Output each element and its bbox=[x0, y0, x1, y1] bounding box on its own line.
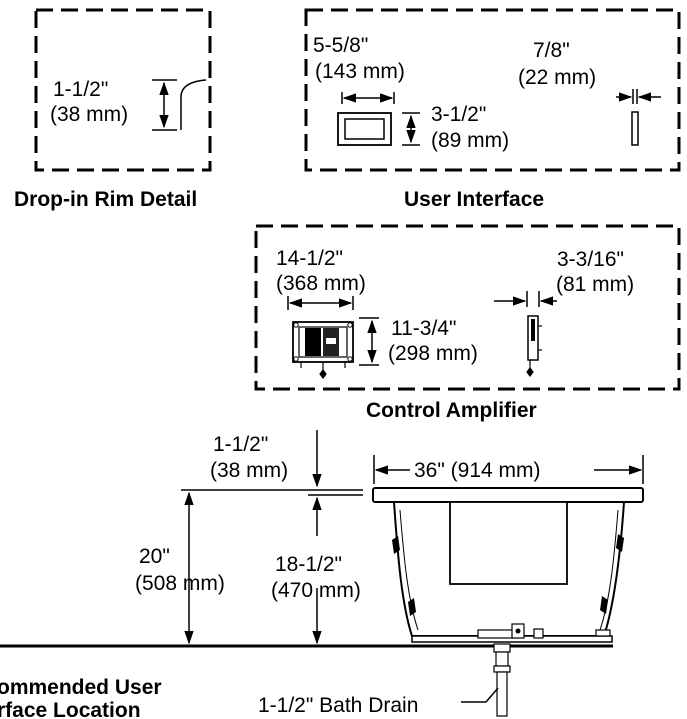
ui-height-mm: (89 mm) bbox=[431, 129, 509, 152]
rim-height-mm: (38 mm) bbox=[50, 103, 128, 126]
rim-detail-title: Drop-in Rim Detail bbox=[14, 188, 197, 211]
rim-offset-in: 1-1/2" bbox=[213, 433, 268, 456]
rim-detail-panel: 1-1/2" (38 mm) bbox=[34, 8, 212, 172]
amplifier-front-view bbox=[292, 321, 354, 379]
ui-side-profile bbox=[631, 111, 639, 146]
jet-right-upper bbox=[616, 534, 624, 552]
ui-panel-inner bbox=[344, 118, 385, 140]
ui-panel-outer bbox=[337, 112, 392, 146]
amp-depth-in: 3-3/16" bbox=[557, 248, 624, 271]
rim-profile bbox=[180, 79, 207, 130]
ui-depth-mm: (22 mm) bbox=[518, 66, 596, 89]
rim-detail-frame bbox=[34, 8, 212, 172]
amp-width-in: 14-1/2" bbox=[276, 247, 343, 270]
user-interface-title: User Interface bbox=[404, 188, 544, 211]
bath-drain bbox=[493, 643, 511, 717]
user-interface-panel: 5-5/8" (143 mm) 3-1/2" (89 mm) 7/8" (22 … bbox=[304, 8, 681, 172]
rim-height-in: 1-1/2" bbox=[53, 78, 108, 101]
ui-depth-in: 7/8" bbox=[533, 39, 570, 62]
amp-width-mm: (368 mm) bbox=[276, 272, 366, 295]
jet-left-lower bbox=[408, 598, 416, 616]
pump-housing bbox=[449, 501, 568, 585]
location-caption-line2: rface Location bbox=[0, 699, 141, 719]
amp-depth-mm: (81 mm) bbox=[556, 273, 634, 296]
total-height-in: 20" bbox=[139, 545, 170, 568]
bath-elevation: 1-1/2" (38 mm) 36" (914 mm) bbox=[0, 430, 644, 717]
control-amplifier-frame bbox=[254, 224, 681, 391]
control-amplifier-title: Control Amplifier bbox=[366, 399, 537, 422]
rim-offset-mm: (38 mm) bbox=[210, 459, 288, 482]
total-height-mm: (508 mm) bbox=[135, 572, 225, 595]
user-interface-frame bbox=[304, 8, 681, 172]
drain-leader bbox=[461, 687, 499, 703]
drain-label: 1-1/2" Bath Drain bbox=[258, 694, 418, 717]
inner-height-in: 18-1/2" bbox=[275, 553, 342, 576]
location-caption-line1: ommended User bbox=[0, 676, 162, 699]
amplifier-side-view bbox=[526, 315, 542, 377]
bath-width: 36" (914 mm) bbox=[414, 459, 541, 482]
jet-left-upper bbox=[392, 536, 400, 554]
inner-height-mm: (470 mm) bbox=[271, 579, 361, 602]
ui-height-in: 3-1/2" bbox=[431, 103, 486, 126]
jet-right-lower bbox=[600, 596, 608, 614]
ui-width-in: 5-5/8" bbox=[313, 34, 368, 57]
amp-height-in: 11-3/4" bbox=[391, 317, 456, 340]
ui-width-mm: (143 mm) bbox=[315, 60, 405, 83]
control-amplifier-panel: 14-1/2" (368 mm) 11-3/4" (298 mm) 3-3/16… bbox=[254, 224, 681, 391]
amp-height-mm: (298 mm) bbox=[388, 342, 478, 365]
bath-rim bbox=[372, 487, 644, 503]
